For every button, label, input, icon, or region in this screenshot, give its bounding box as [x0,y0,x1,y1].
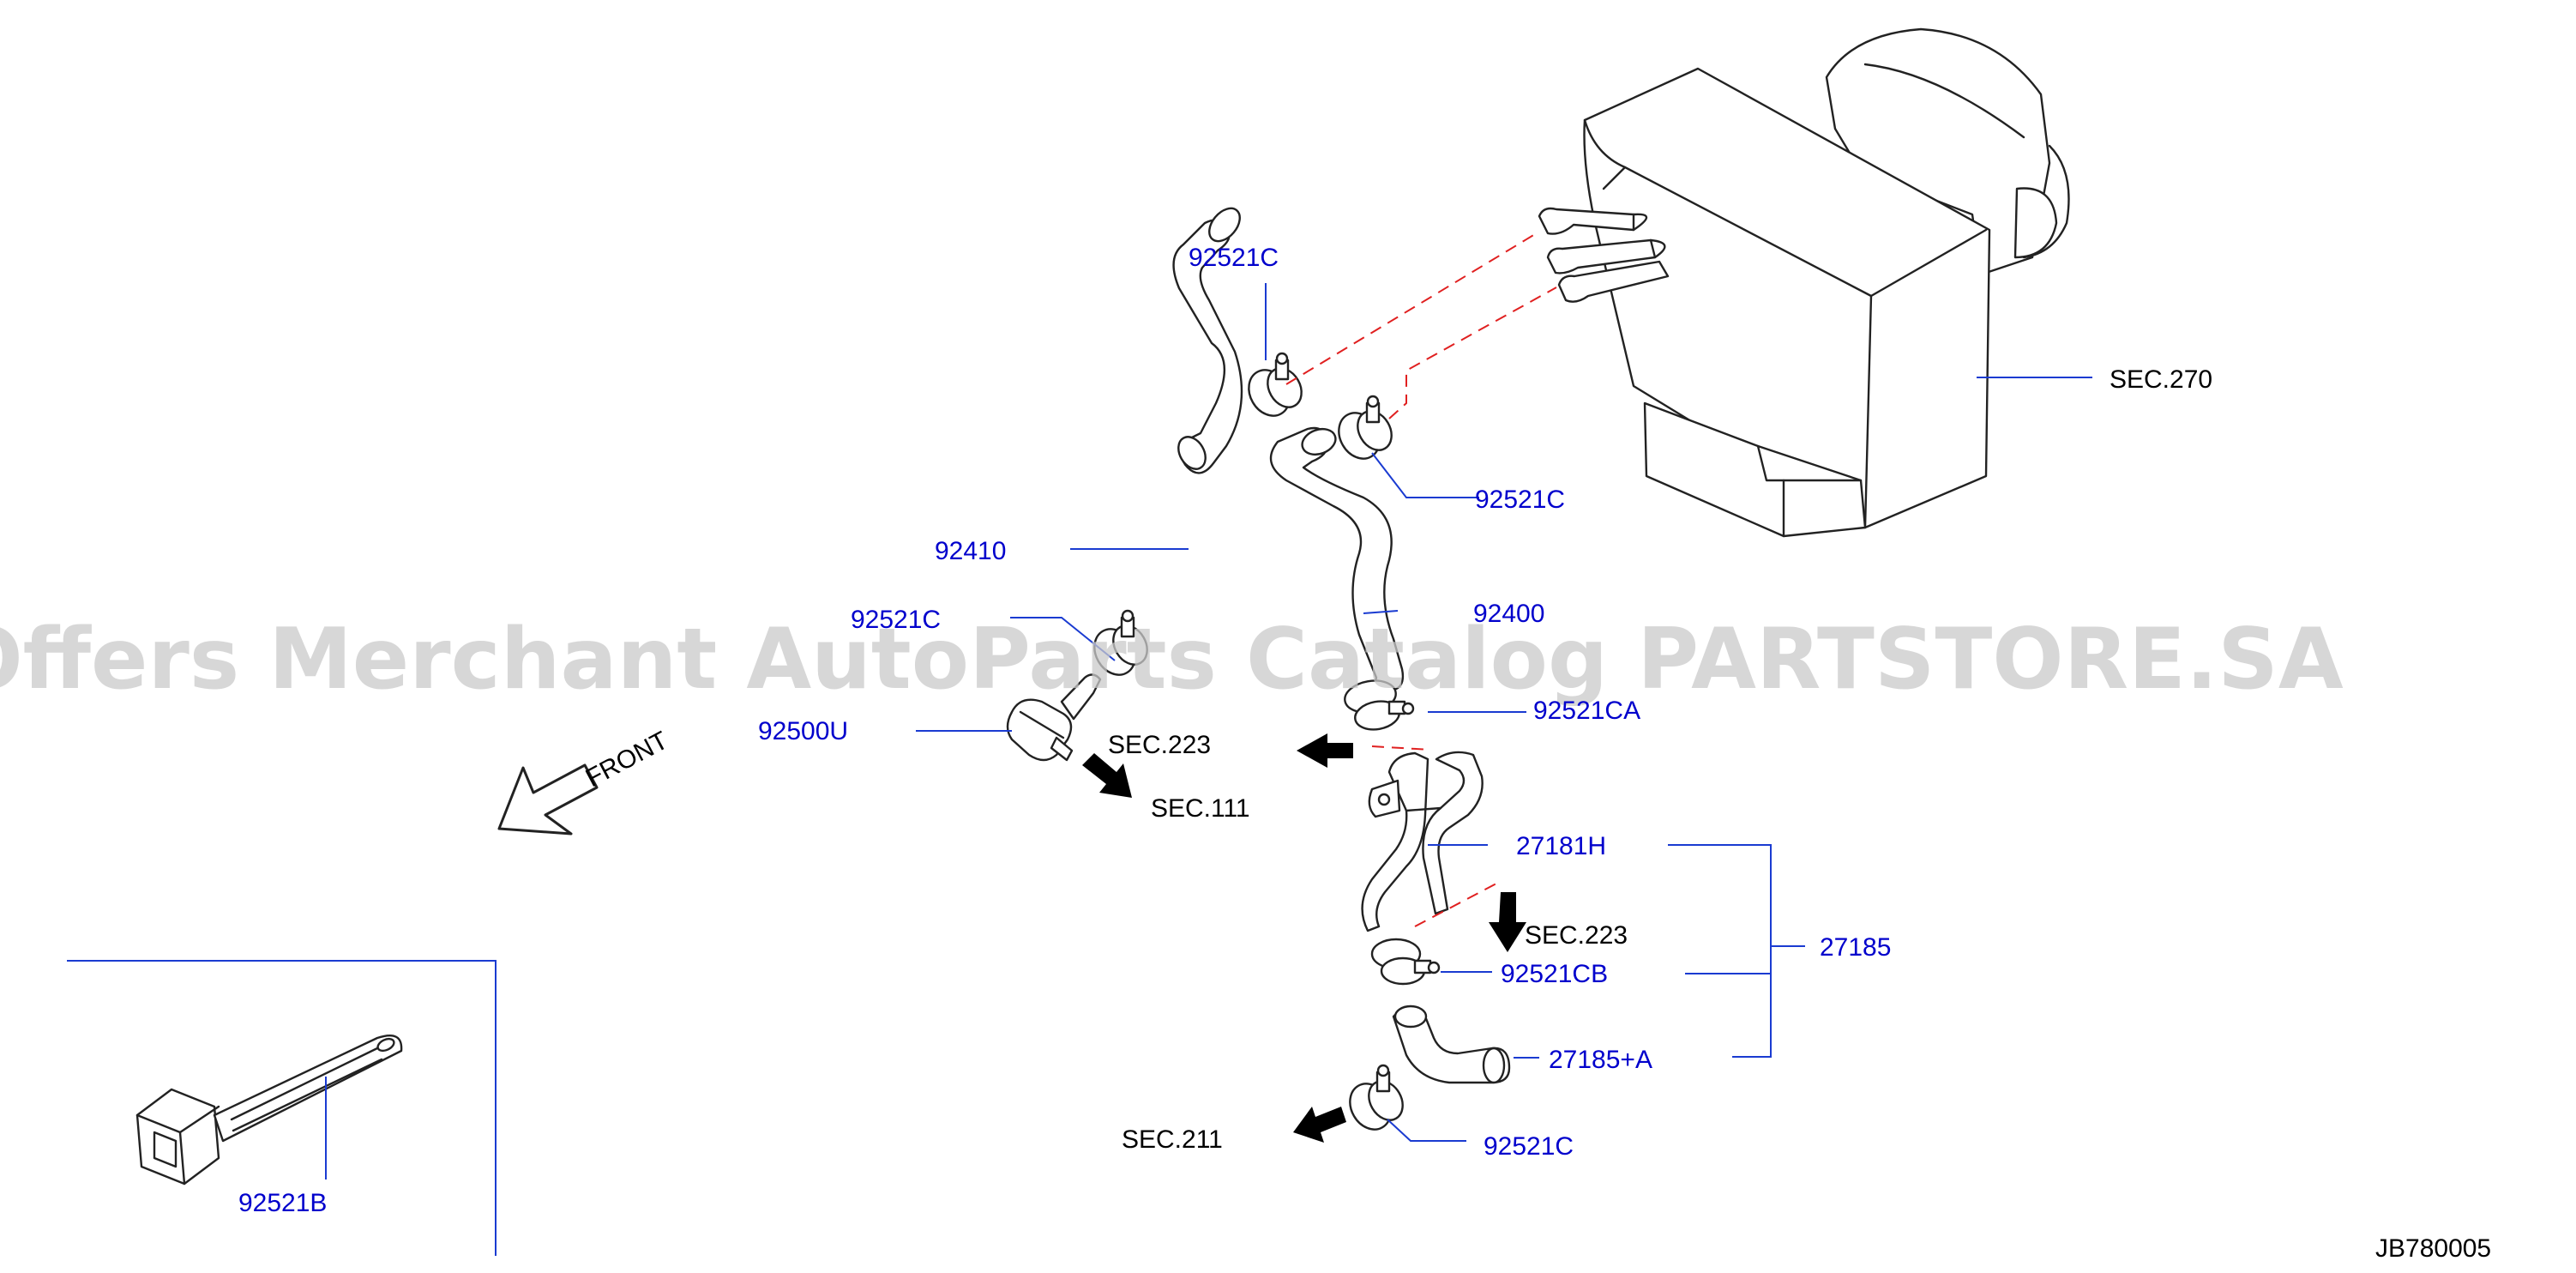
hose-92400-drawing [1269,426,1405,692]
hose-27185A-drawing [1392,1005,1511,1084]
inset-frame [67,960,497,1256]
label-clamp-right[interactable]: 92521C [1475,486,1565,514]
label-sec223-upper[interactable]: SEC.223 [1108,731,1211,759]
valve-92500U-drawing [1006,673,1102,762]
label-clamp-ca[interactable]: 92521CA [1533,697,1640,725]
part-labels: 92521C 92521C 92410 92400 92521C 92521CA… [238,244,1891,1217]
label-sec211[interactable]: SEC.211 [1122,1125,1223,1154]
reference-lines [1285,231,1557,927]
label-clamp-left[interactable]: 92521C [851,606,941,634]
arrow-sec223-lower-icon [1489,892,1526,952]
label-sec111[interactable]: SEC.111 [1151,794,1250,823]
label-hose-a[interactable]: 27185+A [1549,1046,1652,1074]
diagram-code: JB780005 [2375,1234,2491,1263]
clamp-drawings [1093,352,1441,1131]
label-hose-left[interactable]: 92410 [935,537,1006,565]
label-sec223-lower[interactable]: SEC.223 [1525,921,1628,950]
watermark: Offers Merchant AutoParts Catalog PARTST… [0,611,2344,709]
leader-lines [325,283,2092,1179]
label-band[interactable]: 92521B [238,1189,327,1217]
label-clamp-cb[interactable]: 92521CB [1501,960,1608,988]
label-valve[interactable]: 92500U [758,717,848,745]
heater-unit-drawing [1538,27,2070,538]
flow-arrows [497,733,1526,1143]
label-clamp-top[interactable]: 92521C [1189,244,1279,272]
label-sec270[interactable]: SEC.270 [2110,365,2212,394]
arrow-sec111-icon [1082,753,1132,798]
arrow-sec223-upper-icon [1297,733,1353,768]
arrow-sec211-icon [1293,1107,1346,1143]
label-pipe[interactable]: 27181H [1516,832,1606,860]
hose-92410-drawing [1172,207,1243,474]
pipe-27181H-drawing [1361,751,1484,932]
front-label: FRONT [581,727,673,793]
label-assembly[interactable]: 27185 [1820,933,1891,962]
front-direction-icon [497,763,599,836]
label-hose-right[interactable]: 92400 [1473,600,1544,628]
label-clamp-bottom[interactable]: 92521C [1484,1132,1574,1161]
band-92521B-drawing [135,1034,403,1186]
